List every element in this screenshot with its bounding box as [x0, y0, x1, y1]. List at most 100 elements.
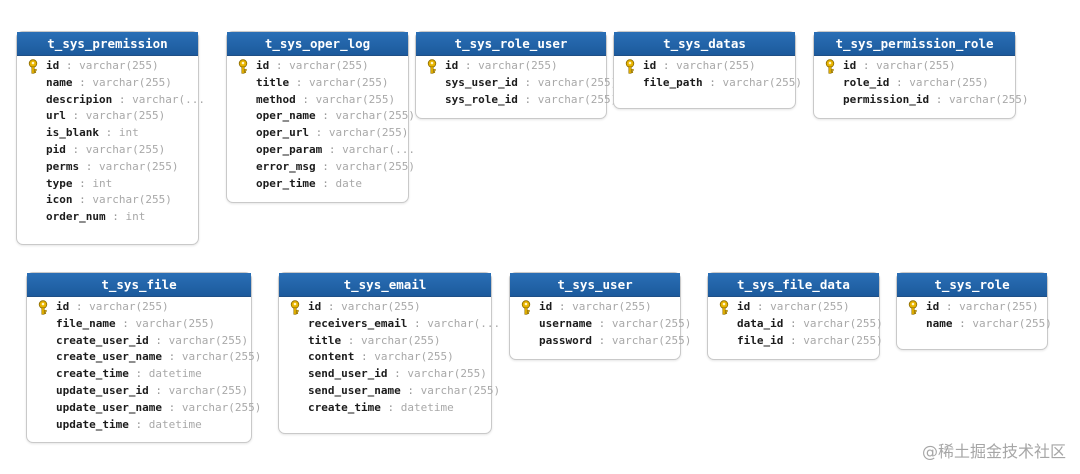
field-type: varchar(... — [342, 142, 415, 156]
primary-key-field: id : varchar(255) — [227, 58, 408, 75]
field-type: varchar(255) — [181, 350, 262, 364]
field-name: oper_name — [256, 109, 316, 123]
field-type: varchar(255) — [309, 75, 389, 89]
table-title: t_sys_role_user — [416, 32, 606, 56]
field-separator: : — [591, 333, 612, 347]
key-icon — [37, 300, 49, 315]
primary-key-field: id : varchar(255) — [814, 58, 1015, 75]
field-separator: : — [295, 92, 316, 106]
field-type: varchar(255) — [328, 126, 409, 140]
key-icon — [824, 59, 836, 74]
primary-key-field: id : varchar(255) — [897, 299, 1047, 316]
field-separator: : — [161, 350, 182, 364]
field-name: id — [56, 300, 70, 313]
field-row: file_path : varchar(255) — [614, 75, 802, 92]
field-name: file_id — [737, 333, 784, 347]
table-title: t_sys_file_data — [708, 273, 879, 297]
field-name: id — [539, 300, 553, 313]
table-title: t_sys_oper_log — [227, 32, 408, 56]
field-separator: : — [517, 92, 538, 106]
field-row: update_user_id : varchar(255) — [27, 383, 251, 400]
key-icon — [907, 300, 919, 315]
field-separator: : — [929, 92, 949, 106]
primary-key-field: id : varchar(255) — [27, 299, 251, 316]
field-type: varchar(255) — [135, 316, 215, 330]
field-separator: : — [148, 333, 169, 347]
field-type: varchar(255) — [803, 316, 883, 330]
key-icon — [27, 59, 39, 74]
table-title: t_sys_role — [897, 273, 1047, 297]
field-separator: : — [387, 367, 408, 381]
field-name: update_time — [56, 417, 129, 431]
field-type: varchar(255) — [374, 350, 454, 364]
field-name: oper_time — [256, 176, 316, 190]
field-type: varchar(255) — [335, 109, 415, 123]
field-separator: : — [65, 109, 86, 123]
field-type: varchar(... — [132, 92, 205, 106]
field-name: sys_role_id — [445, 92, 518, 106]
field-row: method : varchar(255) — [227, 92, 408, 109]
field-name: id — [256, 59, 270, 72]
field-list: id : varchar(255)receivers_email : varch… — [279, 297, 500, 417]
field-type: datetime — [400, 400, 454, 414]
key-icon — [237, 59, 249, 74]
field-type: varchar(255) — [611, 316, 692, 330]
field-row: username : varchar(255) — [510, 316, 691, 333]
field-type: int — [125, 210, 146, 224]
field-separator: : — [783, 333, 804, 347]
field-type: varchar(255) — [611, 333, 692, 347]
field-separator: : — [72, 176, 93, 190]
field-type: int — [118, 126, 139, 140]
field-row: update_time : datetime — [27, 417, 251, 434]
field-row: oper_param : varchar(... — [227, 142, 415, 159]
field-row: create_time : datetime — [279, 400, 491, 417]
field-row: title : varchar(255) — [227, 75, 408, 92]
field-separator: : — [161, 400, 182, 414]
field-type: varchar(255) — [85, 142, 166, 156]
field-type: varchar(255) — [168, 383, 249, 397]
field-name: data_id — [737, 316, 784, 330]
table-title: t_sys_user — [510, 273, 680, 297]
field-type: varchar(255) — [89, 300, 169, 313]
field-name: create_user_id — [56, 333, 149, 347]
field-list: id : varchar(255)role_id : varchar(255)p… — [814, 56, 1028, 108]
field-name: is_blank — [46, 126, 99, 140]
field-row: data_id : varchar(255) — [708, 316, 883, 333]
field-row: receivers_email : varchar(... — [279, 316, 500, 333]
field-name: name — [926, 316, 953, 330]
field-name: send_user_id — [308, 367, 388, 381]
field-name: type — [46, 176, 73, 190]
field-row: title : varchar(255) — [279, 333, 491, 350]
field-type: varchar(255) — [537, 75, 618, 89]
field-separator: : — [289, 75, 309, 89]
field-separator: : — [98, 126, 119, 140]
field-type: int — [92, 176, 113, 190]
field-type: varchar(255) — [289, 59, 369, 72]
field-type: varchar(255) — [85, 109, 166, 123]
field-type: varchar(255) — [407, 367, 487, 381]
field-row: oper_url : varchar(255) — [227, 125, 408, 142]
field-separator: : — [702, 75, 723, 89]
field-separator: : — [552, 300, 573, 313]
field-separator: : — [65, 142, 86, 156]
field-row: name : varchar(255) — [897, 316, 1052, 333]
primary-key-field: id : varchar(255) — [510, 299, 680, 316]
field-separator: : — [308, 126, 329, 140]
field-name: pid — [46, 142, 66, 156]
field-list: id : varchar(255)data_id : varchar(255)f… — [708, 297, 883, 349]
field-row: role_id : varchar(255) — [814, 75, 1015, 92]
field-name: password — [539, 333, 592, 347]
field-row: descripion : varchar(... — [17, 92, 205, 109]
field-separator: : — [59, 59, 80, 72]
field-name: icon — [46, 193, 73, 207]
field-separator: : — [128, 417, 149, 431]
field-type: varchar(255) — [361, 333, 441, 347]
field-type: varchar(255) — [948, 92, 1029, 106]
field-separator: : — [315, 159, 336, 173]
field-name: id — [926, 300, 940, 313]
